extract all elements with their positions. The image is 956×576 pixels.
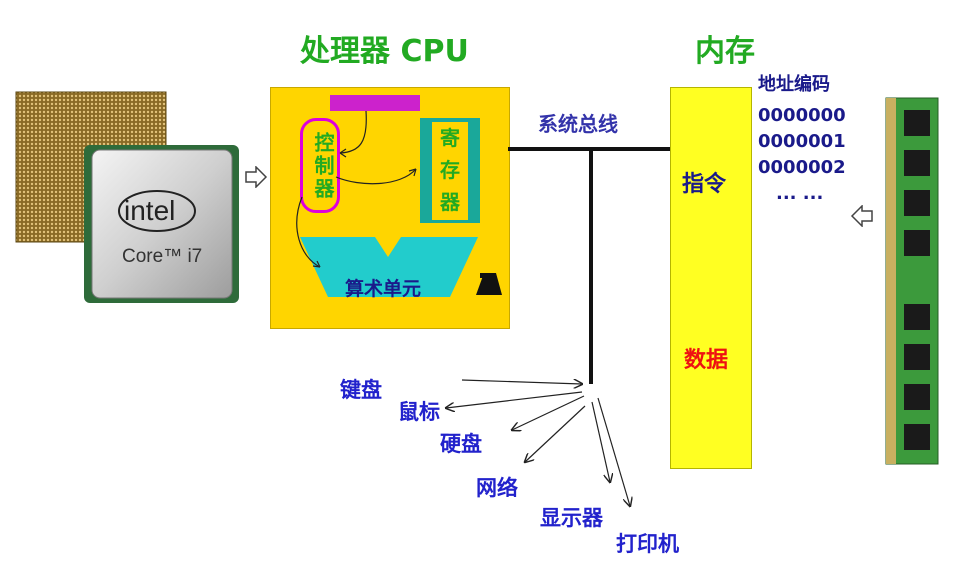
- instruction-decoder: [330, 95, 420, 111]
- cpu-internals: [270, 87, 508, 327]
- ram-module-image: [882, 96, 942, 466]
- svg-text:Core™ i7: Core™ i7: [122, 246, 202, 267]
- memory-data-label: 数据: [684, 348, 729, 373]
- address-ellipsis: ... ...: [776, 183, 824, 204]
- intel-logo: intel: [124, 195, 175, 226]
- peripheral-display: 显示器: [540, 506, 603, 530]
- alu-label: 算术单元: [345, 278, 422, 300]
- address-2: 0000002: [758, 157, 846, 178]
- registers-label: 寄存器: [440, 126, 460, 214]
- control-unit: 控制器: [300, 118, 340, 213]
- system-bus-vertical: [589, 147, 593, 384]
- memory-box: [670, 87, 752, 469]
- alu-shape: [300, 237, 478, 297]
- peripheral-mouse: 鼠标: [398, 400, 440, 424]
- address-0: 0000000: [758, 105, 846, 126]
- peripheral-network: 网络: [476, 476, 518, 500]
- registers: 寄存器: [432, 122, 468, 220]
- system-bus-label: 系统总线: [538, 112, 618, 136]
- peripheral-printer: 打印机: [616, 532, 679, 556]
- memory-title: 内存: [695, 34, 755, 69]
- cpu-chip-image: intel Core™ i7: [14, 90, 244, 305]
- arrow-left-icon: [850, 204, 874, 231]
- peripheral-harddisk: 硬盘: [440, 432, 482, 456]
- memory-instructions-label: 指令: [682, 172, 727, 197]
- address-1: 0000001: [758, 131, 846, 152]
- peripheral-keyboard: 键盘: [340, 378, 382, 402]
- arrow-right-icon: [244, 165, 268, 192]
- address-title: 地址编码: [758, 74, 830, 95]
- cpu-title: 处理器 CPU: [300, 34, 469, 69]
